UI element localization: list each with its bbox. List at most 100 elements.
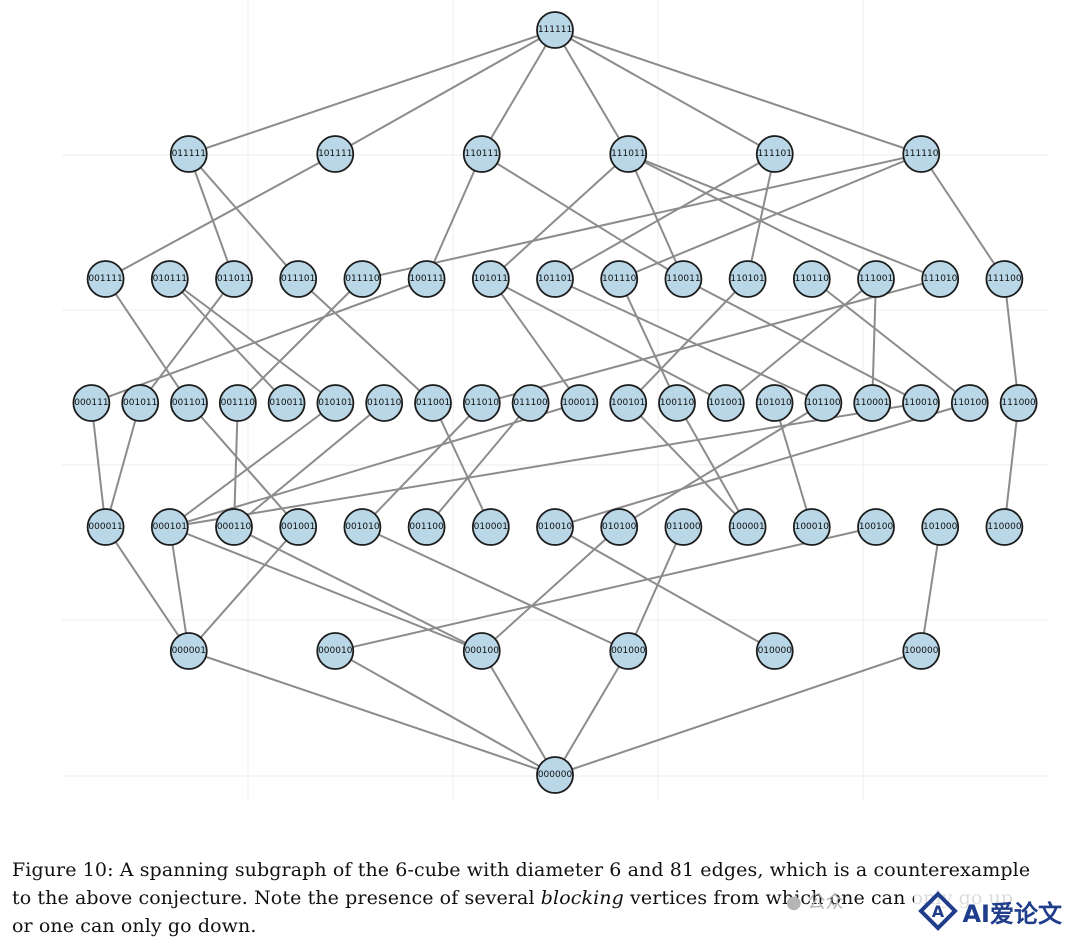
graph-node: 110011 — [664, 260, 703, 298]
node-circle — [471, 260, 510, 298]
graph-edge — [169, 402, 336, 528]
graph-node: 110111 — [462, 135, 501, 173]
graph-edge — [480, 29, 556, 155]
node-circle — [72, 384, 111, 422]
graph-edge — [871, 278, 877, 404]
node-label: 110101 — [730, 274, 764, 284]
graph-node: 101011 — [471, 260, 510, 298]
graph-node: 110001 — [853, 384, 892, 422]
node-circle — [902, 384, 940, 422]
graph-edge — [425, 153, 483, 280]
graph-edge — [481, 526, 620, 652]
graph-node: 111000 — [999, 384, 1038, 422]
node-label: 101110 — [602, 274, 637, 284]
node-label: 011011 — [217, 274, 251, 284]
graph-node: 001111 — [86, 260, 125, 298]
graph-edge — [1003, 278, 1020, 404]
graph-node: 011010 — [462, 384, 501, 422]
graph-edge — [618, 153, 922, 280]
graph-edge — [169, 526, 483, 652]
node-circle — [921, 260, 960, 298]
node-circle — [414, 384, 452, 422]
node-label: 011100 — [513, 398, 548, 408]
graph-edge — [490, 153, 629, 280]
node-label: 001010 — [345, 522, 380, 532]
graph-edge — [554, 153, 776, 280]
brand-watermark: A AI爱论文 — [914, 886, 1066, 936]
graph-edge — [233, 526, 483, 652]
graph-node: 000111 — [72, 384, 111, 422]
node-circle — [121, 384, 160, 422]
node-circle — [407, 508, 446, 546]
graph-edge — [105, 153, 336, 280]
graph-edge — [627, 402, 749, 528]
node-label: 101001 — [709, 398, 743, 408]
node-label: 000100 — [465, 646, 500, 656]
node-label: 010100 — [602, 522, 637, 532]
graph-edge — [188, 402, 299, 528]
node-circle — [536, 756, 574, 794]
graph-node: 100101 — [609, 384, 648, 422]
graph-edge — [188, 526, 299, 652]
node-label: 111111 — [538, 25, 572, 35]
graph-node: 100111 — [407, 260, 446, 298]
node-label: 000000 — [538, 770, 573, 780]
node-circle — [536, 260, 574, 298]
node-circle — [343, 508, 382, 546]
node-label: 100111 — [409, 274, 443, 284]
graph-edge — [188, 29, 556, 155]
graph-edge — [169, 278, 288, 404]
caption-emphasis: blocking — [540, 887, 624, 909]
graph-edge — [746, 153, 776, 280]
node-circle — [86, 508, 125, 546]
node-circle — [215, 260, 253, 298]
node-circle — [755, 135, 794, 173]
node-label: 100100 — [859, 522, 894, 532]
node-label: 000010 — [318, 646, 353, 656]
graph-node: 110010 — [902, 384, 940, 422]
node-circle — [511, 384, 550, 422]
graph-edge — [554, 29, 922, 155]
node-label: 000111 — [74, 398, 108, 408]
graph-edge — [554, 526, 776, 652]
graph-edge — [361, 402, 483, 528]
node-label: 001111 — [88, 274, 122, 284]
node-circle — [921, 508, 960, 546]
graph-node: 001010 — [343, 508, 382, 546]
node-label: 110001 — [855, 398, 889, 408]
graph-edge — [432, 402, 492, 528]
node-label: 011000 — [666, 522, 701, 532]
graph-node: 011001 — [414, 384, 452, 422]
node-label: 100001 — [730, 522, 764, 532]
node-circle — [316, 384, 355, 422]
graph-node: 111101 — [755, 135, 794, 173]
node-circle — [792, 508, 831, 546]
node-circle — [664, 260, 703, 298]
node-label: 010001 — [474, 522, 508, 532]
node-circle — [267, 384, 306, 422]
graph-edge — [91, 278, 427, 404]
node-circle — [316, 135, 355, 173]
node-label: 010111 — [153, 274, 187, 284]
node-circle — [218, 384, 257, 422]
node-label: 101010 — [757, 398, 792, 408]
graph-edge — [554, 650, 630, 776]
node-circle — [343, 260, 382, 298]
node-circle — [462, 384, 501, 422]
graph-node: 111010 — [921, 260, 960, 298]
node-label: 001011 — [123, 398, 157, 408]
graph-node: 010011 — [267, 384, 306, 422]
graph-edge — [361, 526, 629, 652]
graph-node: 011000 — [664, 508, 703, 546]
node-circle — [792, 260, 831, 298]
graph-edge — [627, 526, 685, 652]
node-label: 011010 — [465, 398, 500, 408]
caption-line-3: or one can only go down. — [12, 915, 257, 937]
node-label: 010000 — [758, 646, 793, 656]
node-label: 000101 — [153, 522, 187, 532]
graph-edge — [334, 29, 556, 155]
node-circle — [471, 508, 510, 546]
graph-node: 000110 — [215, 508, 253, 546]
node-label: 001001 — [281, 522, 315, 532]
